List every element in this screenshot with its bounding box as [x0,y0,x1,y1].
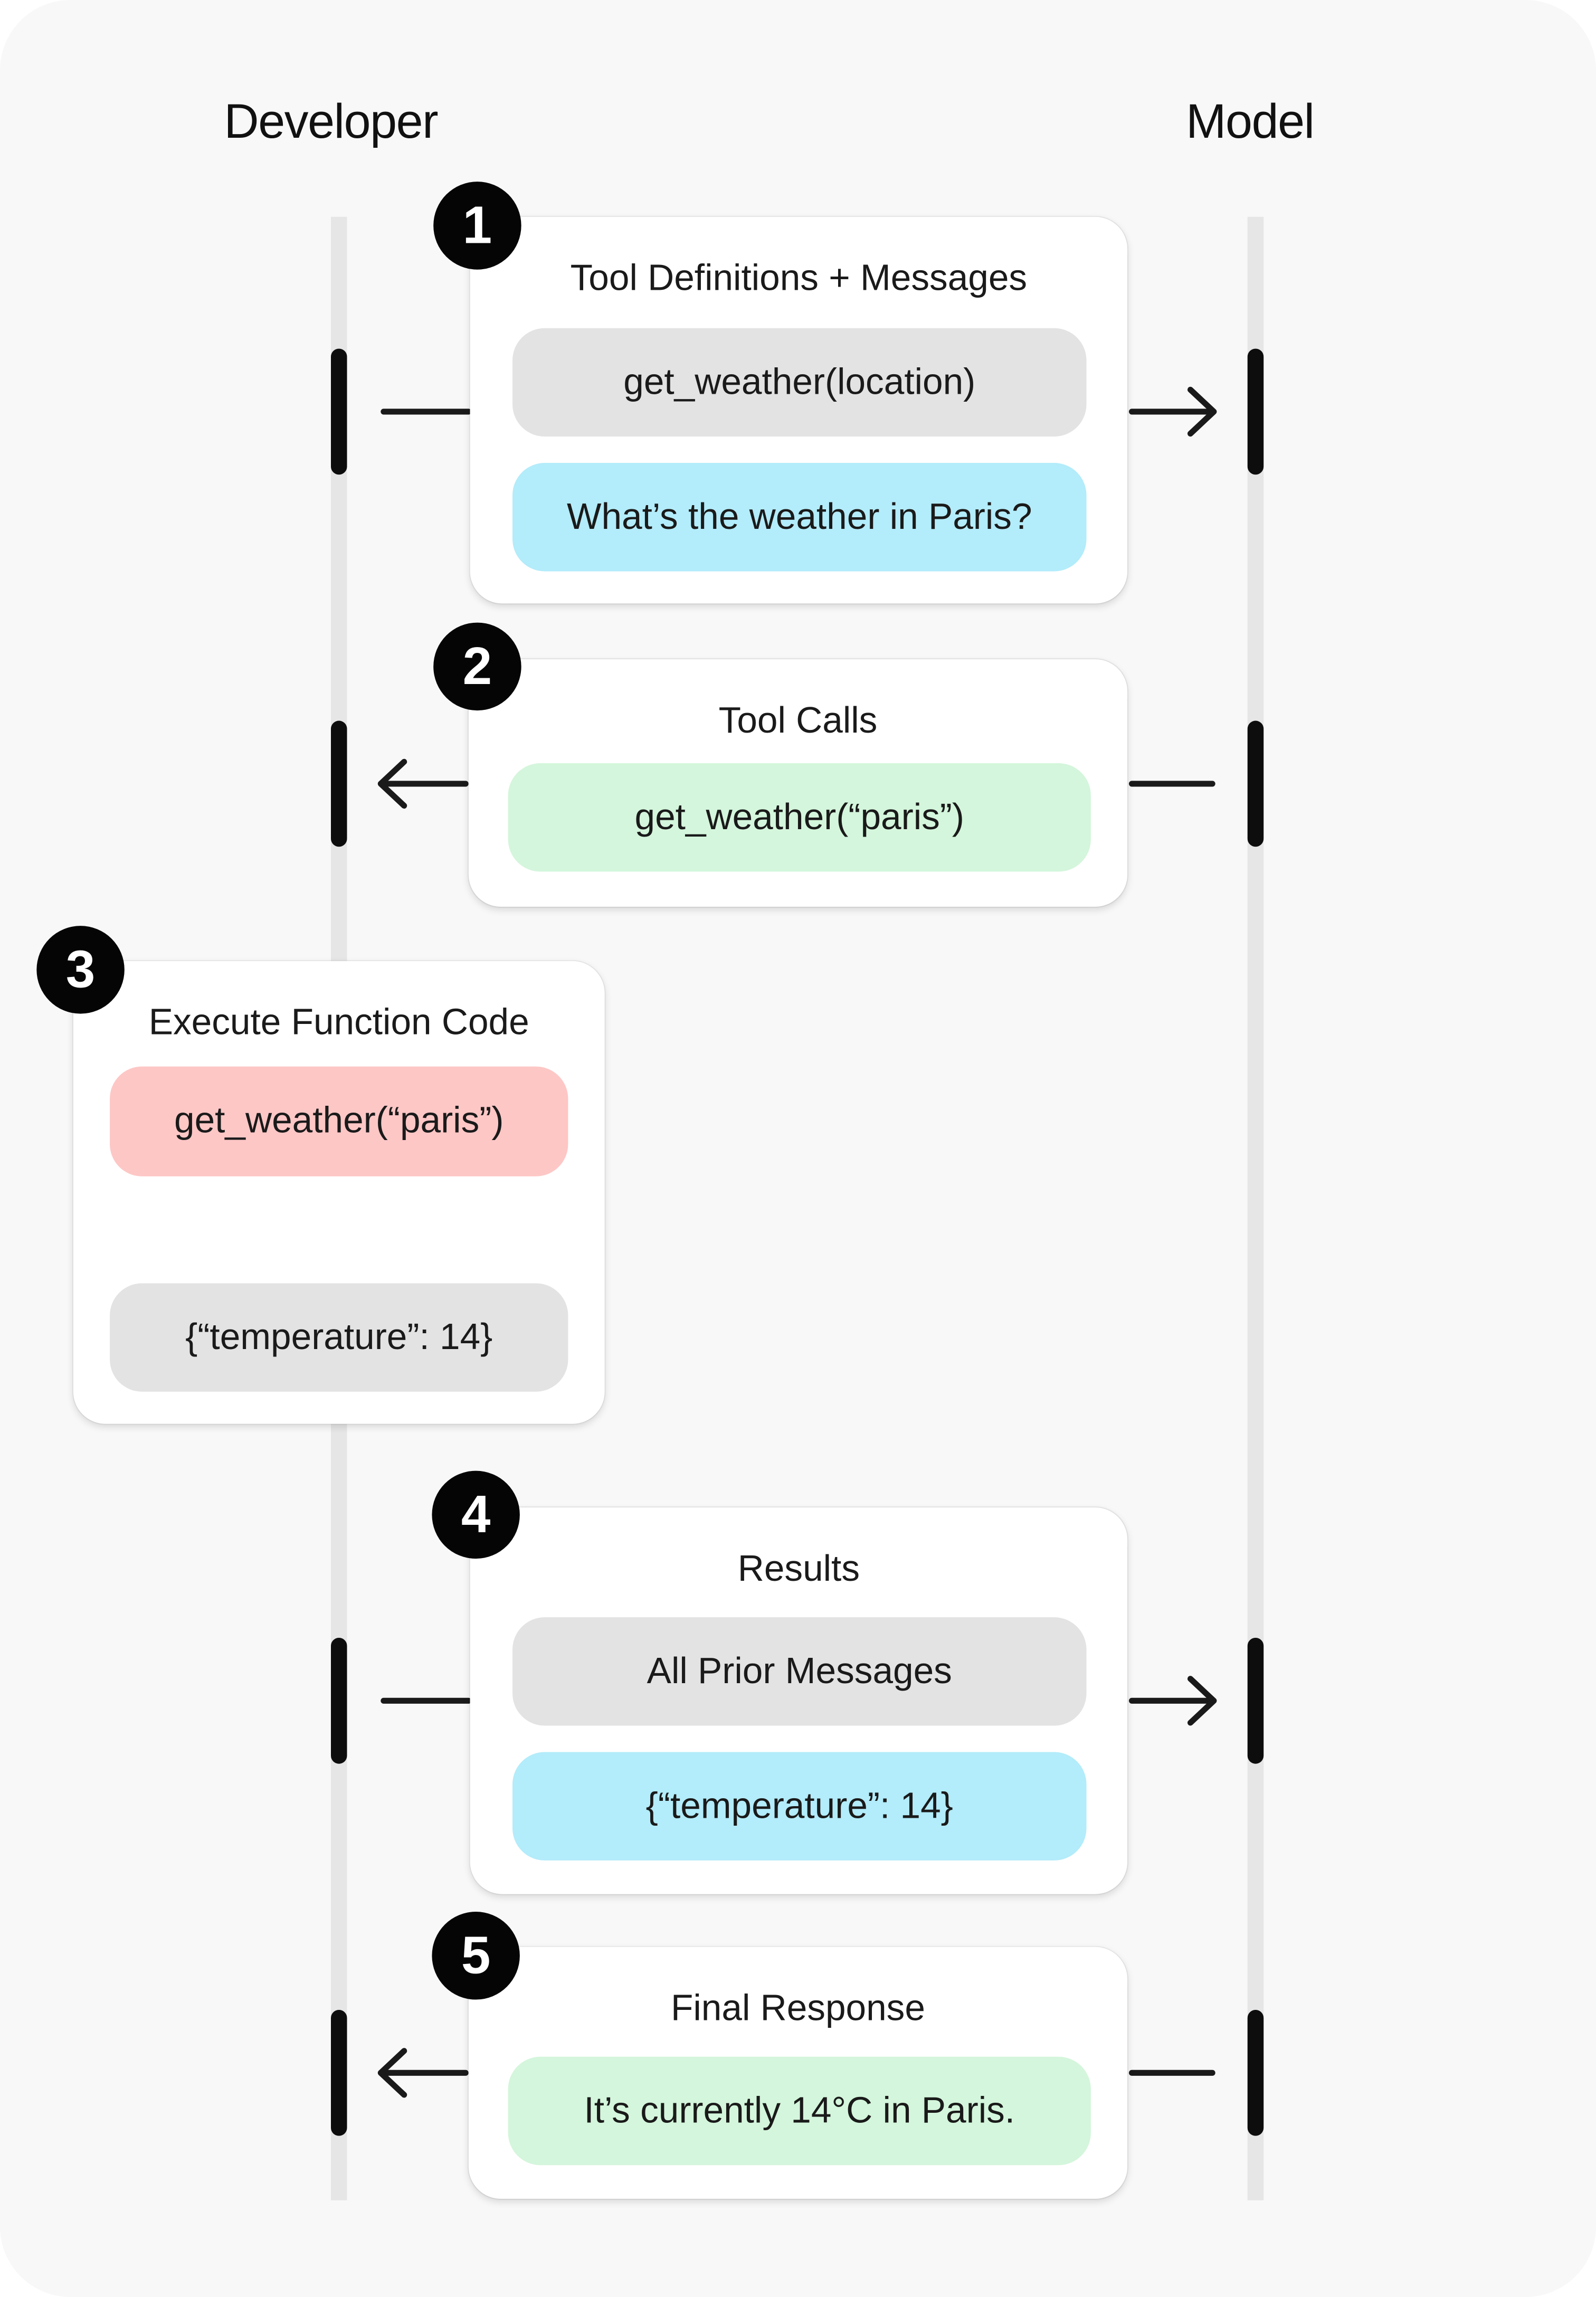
arrow-left-icon [377,2048,469,2098]
arrow-right-icon [1128,1676,1217,1726]
developer-activation-bar [330,1638,347,1764]
user-message-pill: What’s the weather in Paris? [512,463,1087,572]
arrow-right-icon [1128,386,1217,437]
model-activation-bar [1247,348,1264,475]
function-execution-pill: get_weather(“paris”) [110,1066,568,1176]
model-activation-bar [1247,720,1264,847]
step-2-title: Tool Calls [718,700,878,742]
step-5-title: Final Response [671,1988,925,2029]
developer-activation-bar [330,348,347,475]
step-3-card: Execute Function Code get_weather(“paris… [73,961,605,1424]
model-lifeline [1247,216,1264,2200]
developer-activation-bar [330,2009,347,2136]
step-5-badge: 5 [432,1912,520,2000]
tool-call-pill: get_weather(“paris”) [508,763,1091,872]
step-1-badge: 1 [433,182,521,270]
step-3-title: Execute Function Code [148,1002,529,1043]
step-1-title: Tool Definitions + Messages [570,258,1028,299]
result-pill: {“temperature”: 14} [512,1752,1087,1861]
prior-messages-pill: All Prior Messages [512,1617,1087,1726]
developer-activation-bar [330,720,347,847]
model-activation-bar [1247,2009,1264,2136]
model-activation-bar [1247,1638,1264,1764]
arrow-left-icon [377,758,469,809]
step-2-badge: 2 [433,622,521,711]
function-result-pill: {“temperature”: 14} [110,1283,568,1392]
step-1-card: Tool Definitions + Messages get_weather(… [470,216,1128,604]
final-response-pill: It’s currently 14°C in Paris. [508,2056,1091,2166]
model-lane-title: Model [1186,93,1315,148]
step-4-card: Results All Prior Messages {“temperature… [470,1507,1128,1894]
tool-definition-pill: get_weather(location) [512,328,1087,437]
step-5-card: Final Response It’s currently 14°C in Pa… [468,1947,1128,2199]
step-2-card: Tool Calls get_weather(“paris”) [468,659,1128,907]
step-4-badge: 4 [432,1470,520,1559]
developer-lane-title: Developer [224,93,438,148]
step-4-title: Results [737,1548,860,1590]
step-3-badge: 3 [36,926,125,1014]
